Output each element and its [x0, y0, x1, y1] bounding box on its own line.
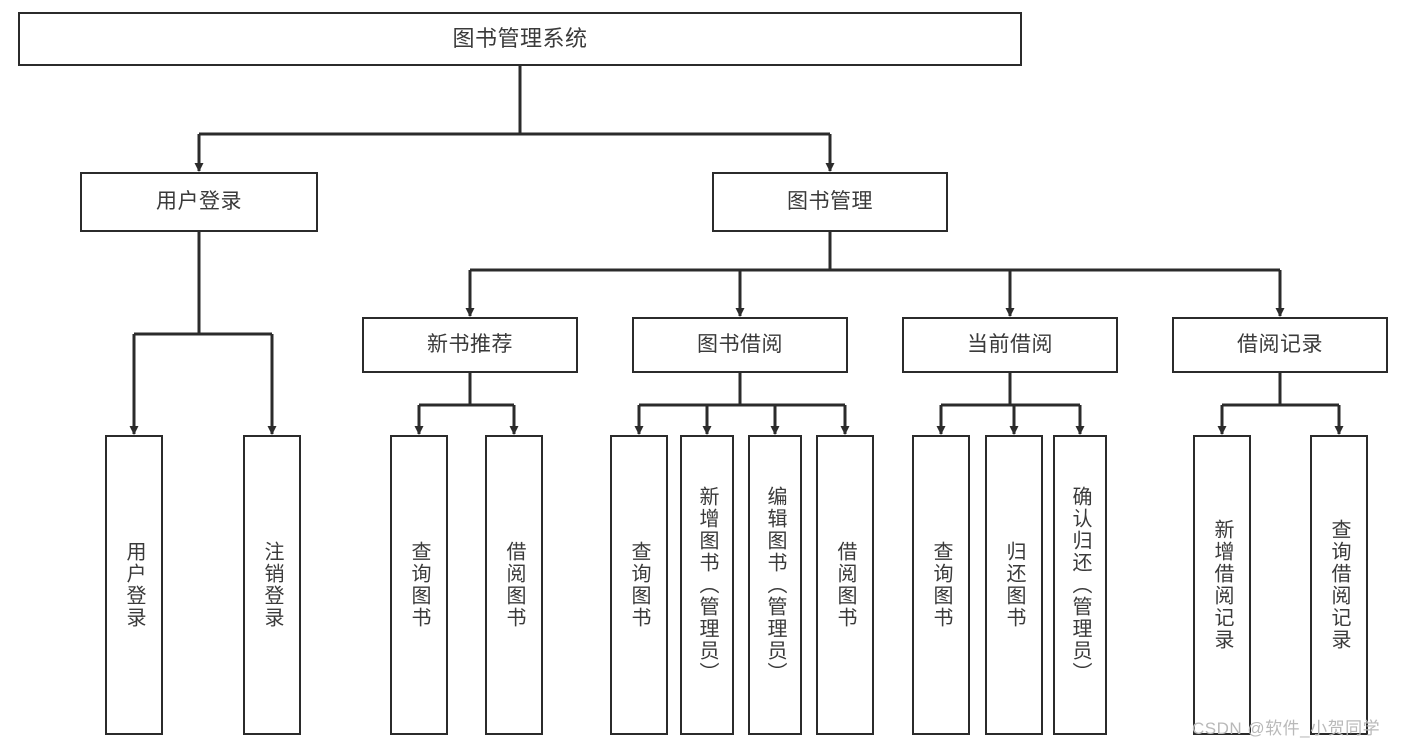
node-r_query[interactable]: 查询借阅记录 — [1310, 435, 1368, 735]
node-label: 新增图书（管理员） — [696, 486, 718, 684]
node-root[interactable]: 图书管理系统 — [18, 12, 1022, 66]
node-c_return[interactable]: 归还图书 — [985, 435, 1043, 735]
node-label: 借阅记录 — [1237, 332, 1323, 356]
node-label: 确认归还（管理员） — [1069, 486, 1091, 684]
node-label: 查询图书 — [930, 541, 952, 629]
node-b_lend[interactable]: 借阅图书 — [816, 435, 874, 735]
node-label: 用户登录 — [156, 189, 242, 213]
node-records[interactable]: 借阅记录 — [1172, 317, 1388, 373]
node-label: 编辑图书（管理员） — [764, 486, 786, 684]
node-current[interactable]: 当前借阅 — [902, 317, 1118, 373]
node-b_edit[interactable]: 编辑图书（管理员） — [748, 435, 802, 735]
node-bookmgmt[interactable]: 图书管理 — [712, 172, 948, 232]
node-l_login[interactable]: 用户登录 — [105, 435, 163, 735]
node-label: 注销登录 — [261, 541, 283, 629]
node-n_query[interactable]: 查询图书 — [390, 435, 448, 735]
node-label: 查询图书 — [628, 541, 650, 629]
csdn-watermark: CSDN @软件_小贺同学 — [1192, 719, 1381, 738]
node-b_query[interactable]: 查询图书 — [610, 435, 668, 735]
node-r_add[interactable]: 新增借阅记录 — [1193, 435, 1251, 735]
node-label: 用户登录 — [123, 541, 145, 629]
node-label: 图书管理 — [787, 189, 873, 213]
node-b_add[interactable]: 新增图书（管理员） — [680, 435, 734, 735]
node-c_confirm[interactable]: 确认归还（管理员） — [1053, 435, 1107, 735]
node-label: 新增借阅记录 — [1211, 519, 1233, 651]
node-borrow[interactable]: 图书借阅 — [632, 317, 848, 373]
node-label: 当前借阅 — [967, 332, 1053, 356]
node-label: 借阅图书 — [503, 541, 525, 629]
node-label: 图书管理系统 — [452, 26, 588, 52]
edge-group — [129, 66, 1344, 435]
node-newbook[interactable]: 新书推荐 — [362, 317, 578, 373]
node-label: 新书推荐 — [427, 332, 513, 356]
node-label: 查询图书 — [408, 541, 430, 629]
node-c_query[interactable]: 查询图书 — [912, 435, 970, 735]
node-label: 借阅图书 — [834, 541, 856, 629]
node-label: 查询借阅记录 — [1328, 519, 1350, 651]
node-l_logout[interactable]: 注销登录 — [243, 435, 301, 735]
node-n_borrow[interactable]: 借阅图书 — [485, 435, 543, 735]
node-login[interactable]: 用户登录 — [80, 172, 318, 232]
node-label: 归还图书 — [1003, 541, 1025, 629]
node-label: 图书借阅 — [697, 332, 783, 356]
